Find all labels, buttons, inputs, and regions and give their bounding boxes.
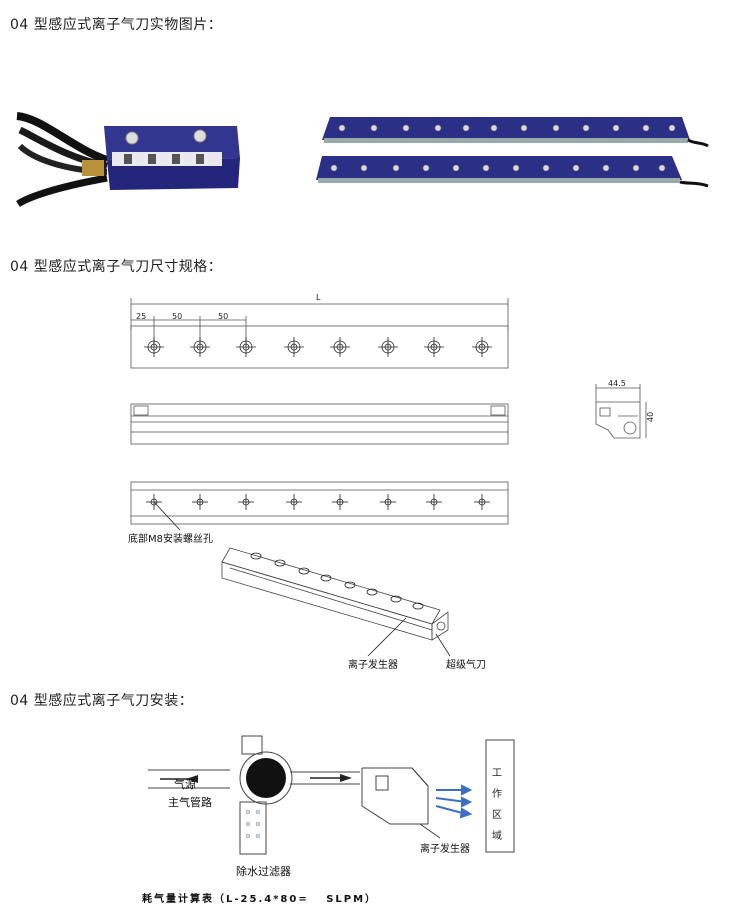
install-diagram [148,735,515,855]
dim-first-offset: 25 [136,312,147,321]
side-view-drawing [130,403,509,445]
dim-length: L [316,293,321,302]
iso-air-knife-label: 超级气刀 [446,660,486,671]
isometric-drawing [221,547,451,657]
spec-section-heading: 04 型感应式离子气刀尺寸规格： [10,259,223,275]
top-view-drawing [130,298,509,369]
product-photo-bars [316,117,709,188]
bottom-hole-label: 底部M8安装螺丝孔 [128,534,213,545]
install-section-heading: 04 型感应式离子气刀安装： [10,693,194,709]
air-consumption-formula: 耗气量计算表（L-25.4*80= SLPM） [142,894,378,905]
dim-height: 40 [646,411,655,422]
iso-ion-generator-label: 离子发生器 [348,660,398,671]
work-area-char: 区 [492,810,502,821]
main-pipe-label: 主气管路 [168,796,212,809]
dim-pitch-b: 50 [218,312,229,321]
install-ion-generator-label: 离子发生器 [420,844,470,855]
dim-width: 44.5 [608,379,626,388]
product-photo-module [16,112,240,207]
filter-label: 除水过滤器 [236,865,291,878]
work-area-char: 作 [492,789,502,800]
end-profile-drawing [595,384,647,439]
air-source-label: 气源 [174,778,196,791]
dim-pitch-a: 50 [172,312,183,321]
work-area-char: 工 [492,768,502,779]
bottom-view-drawing [130,481,509,531]
work-area-char: 域 [492,831,502,842]
photo-section-heading: 04 型感应式离子气刀实物图片： [10,17,223,33]
work-area-label: 工 作 区 域 [492,764,506,842]
